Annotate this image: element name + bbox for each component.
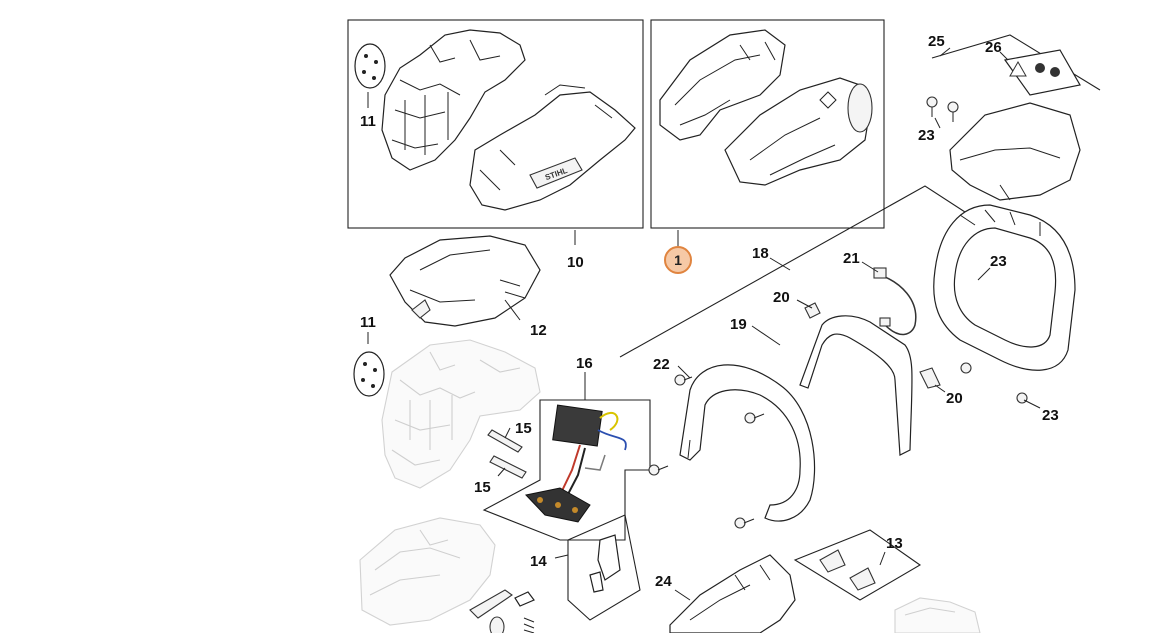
highlight-circle[interactable] [664,246,692,274]
callout-20-right: 20 [946,390,963,407]
callout-14: 14 [530,553,547,570]
callout-19: 19 [730,316,747,333]
sticker-disc [354,43,386,89]
cover-part-12 [389,235,541,327]
top-cap-25 [931,34,1101,201]
callout-16: 16 [576,355,593,372]
callout-22: 22 [653,356,670,373]
callout-25: 25 [928,33,945,50]
callout-13: 13 [886,535,903,552]
callout-10: 10 [567,254,584,271]
callout-1[interactable]: 1 [674,252,682,268]
housing-frame-10: STIHL [347,19,644,229]
trigger-frame-14 [567,514,641,621]
rear-handle [933,204,1076,371]
pads-frame-13 [793,529,922,601]
callout-11-bottom: 11 [360,314,376,331]
clips-part-15 [487,429,527,479]
callout-23-middle: 23 [990,253,1007,270]
callout-leaders [367,47,1041,601]
callout-12: 12 [530,322,547,339]
electronics-frame-16 [482,399,651,541]
callout-23-top: 23 [918,127,935,144]
callout-18: 18 [752,245,769,262]
callout-24: 24 [655,573,672,590]
callout-15-bottom: 15 [474,479,491,496]
handle-frame-1 [650,19,885,229]
stihl-logo-plate [529,157,583,189]
callout-26: 26 [985,39,1002,56]
faint-housing-bottom [359,517,496,626]
guard-part-24 [669,554,796,633]
handle-bar-group [619,96,1028,529]
faint-housing-left [381,339,541,489]
callout-20-left: 20 [773,289,790,306]
callout-11-top: 11 [360,113,376,130]
callout-21: 21 [843,250,860,267]
lever-and-springs [469,589,535,633]
callout-15-top: 15 [515,420,532,437]
faint-part-bottom-right [894,597,981,633]
sticker-disc-11b [353,351,385,397]
callout-labels: 11 10 12 11 16 15 15 14 24 13 18 20 19 2… [360,33,1059,590]
highlighted-callout-1[interactable]: 1 [664,246,692,274]
warning-label [1003,49,1081,96]
callout-23-bottom: 23 [1042,407,1059,424]
